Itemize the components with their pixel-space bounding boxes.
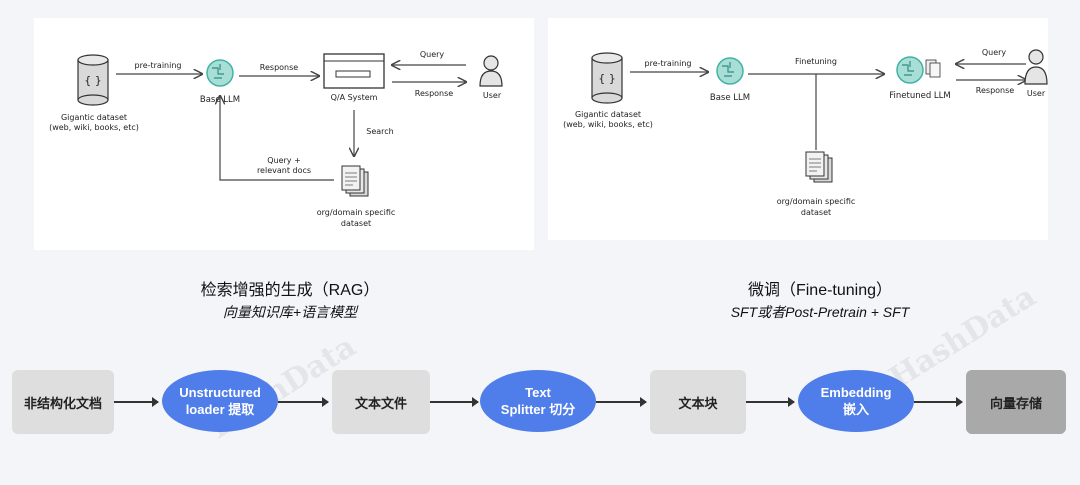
domain-dataset-label: org/domain specific — [777, 197, 856, 206]
domain-dataset-sublabel: dataset — [801, 208, 831, 217]
finetuning-diagram: { } Gigantic dataset (web, wiki, books, … — [563, 48, 1046, 217]
user-icon — [479, 55, 503, 87]
flow-arrow — [914, 397, 963, 407]
step-label: 文本块 — [678, 395, 718, 411]
step-unstructured-loader: Unstructured loader 提取 — [162, 370, 278, 432]
domain-dataset-label: org/domain specific — [317, 208, 396, 217]
query-docs-label: Query + — [267, 156, 301, 165]
finetuning-diagram-panel: { } Gigantic dataset (web, wiki, books, … — [548, 18, 1048, 240]
step-label: 文本文件 — [354, 395, 407, 411]
response-label: Response — [976, 86, 1015, 95]
search-label: Search — [366, 127, 393, 136]
flow-arrow — [596, 397, 647, 407]
flow-arrow — [430, 397, 479, 407]
dataset-label: Gigantic dataset — [61, 113, 127, 122]
step-label: Text — [525, 385, 551, 400]
user-label: User — [1027, 89, 1046, 98]
query-docs-sublabel: relevant docs — [257, 166, 311, 175]
response-label: Response — [415, 89, 454, 98]
user-figure — [1024, 49, 1048, 85]
rag-diagram: { } Gigantic dataset (web, wiki, books, … — [49, 50, 503, 228]
database-icon: { } — [77, 54, 109, 106]
rag-subtitle: 向量知识库+语言模型 — [222, 304, 358, 320]
finetuned-brain-icon — [896, 56, 941, 84]
step-label: Unstructured — [179, 385, 261, 400]
qa-window-icon — [323, 53, 385, 89]
qa-system-label: Q/A System — [331, 93, 378, 102]
database-glyph: { } — [84, 74, 102, 87]
step-embedding: Embedding 嵌入 — [798, 370, 914, 432]
documents-icon — [341, 165, 369, 197]
step-sublabel: 嵌入 — [842, 402, 869, 417]
query-docs-arrow — [220, 96, 334, 181]
step-label: 非结构化文档 — [23, 395, 102, 411]
documents-icon — [805, 151, 833, 183]
step-unstructured-docs: 非结构化文档 — [12, 370, 114, 434]
step-text-chunks: 文本块 — [650, 370, 746, 434]
dataset-sublabel: (web, wiki, books, etc) — [49, 123, 139, 132]
database-glyph: { } — [598, 72, 616, 85]
step-vector-store: 向量存储 — [966, 370, 1066, 434]
brain-icon — [716, 57, 744, 85]
rag-diagram-panel: { } Gigantic dataset (web, wiki, books, … — [34, 18, 534, 250]
step-text-file: 文本文件 — [332, 370, 430, 434]
rag-title: 检索增强的生成（RAG） — [200, 282, 380, 299]
step-sublabel: loader 提取 — [185, 402, 255, 417]
finetuning-label: Finetuning — [795, 57, 837, 66]
pretraining-label: pre-training — [645, 59, 692, 68]
step-label: 向量存储 — [989, 395, 1042, 411]
ft-title: 微调（Fine-tuning） — [747, 282, 893, 299]
domain-dataset-sublabel: dataset — [341, 219, 371, 228]
flow-arrow — [278, 397, 329, 407]
step-sublabel: Splitter 切分 — [500, 402, 576, 417]
dataset-sublabel: (web, wiki, books, etc) — [563, 120, 653, 129]
pretraining-label: pre-training — [135, 61, 182, 70]
finetuned-llm-label: Finetuned LLM — [889, 91, 951, 101]
flow-arrow — [746, 397, 795, 407]
user-label: User — [483, 91, 502, 100]
dataset-label: Gigantic dataset — [575, 110, 641, 119]
response-top-label: Response — [260, 63, 299, 72]
ft-subtitle: SFT或者Post-Pretrain + SFT — [730, 304, 910, 320]
rag-caption: 检索增强的生成（RAG） 向量知识库+语言模型 — [130, 276, 450, 322]
query-label: Query — [420, 50, 445, 59]
brain-icon — [206, 59, 234, 87]
flow-arrow — [114, 397, 159, 407]
step-label: Embedding — [820, 385, 892, 400]
query-label: Query — [982, 48, 1007, 57]
base-llm-label: Base LLM — [710, 93, 750, 103]
ft-caption: 微调（Fine-tuning） SFT或者Post-Pretrain + SFT — [660, 276, 980, 322]
database-icon: { } — [591, 52, 623, 104]
